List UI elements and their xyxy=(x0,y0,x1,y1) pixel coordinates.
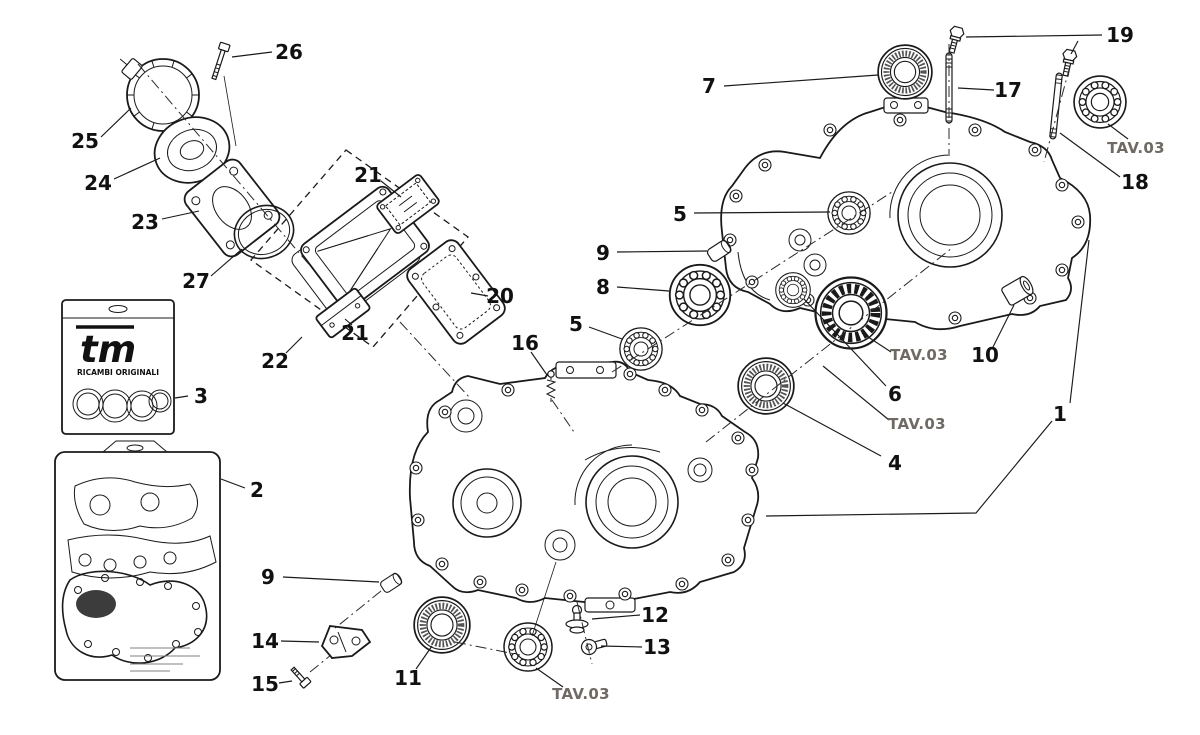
oil-seal-4 xyxy=(738,358,794,414)
reed-stopper-plate-top xyxy=(376,174,440,234)
manifold-screw xyxy=(211,41,231,81)
tm-logo: tm xyxy=(80,328,136,371)
loose-parts xyxy=(290,25,1127,689)
bag-subtitle: RICAMBI ORIGINALI xyxy=(77,368,159,377)
bearing-tav03-mid xyxy=(815,277,886,348)
dowel-pin-9-lower xyxy=(380,572,403,593)
bolt-19-left xyxy=(948,25,965,54)
bearing-8 xyxy=(668,263,732,327)
bearing-5-upper xyxy=(827,191,871,235)
spring-screw-16 xyxy=(545,370,557,402)
reed-gasket xyxy=(406,239,506,345)
bolt-19-right xyxy=(1062,48,1078,77)
bolt-15 xyxy=(290,666,312,689)
o-ring xyxy=(233,204,295,260)
oil-seal-11 xyxy=(414,597,470,653)
axis-lines xyxy=(137,44,1071,673)
gasket-kit-packet xyxy=(54,440,221,681)
left-crankcase-half xyxy=(408,360,760,613)
bearing-5-lower xyxy=(619,327,663,371)
fitting-13 xyxy=(580,638,608,656)
bearing-tav03-top-right xyxy=(1073,75,1127,129)
intake-manifold xyxy=(183,158,281,258)
dowel-pin-9-upper xyxy=(706,239,732,262)
bearing-6 xyxy=(775,272,811,308)
bracket-14 xyxy=(320,625,372,659)
seal-kit-bag: tm RICAMBI ORIGINALI xyxy=(61,299,175,435)
bushing-10 xyxy=(1001,275,1034,306)
leader-lines xyxy=(100,34,1129,688)
reed-stopper-plate-bottom xyxy=(315,287,371,339)
reed-valve-group xyxy=(250,149,506,348)
oil-seal-7 xyxy=(878,45,932,99)
intake-group xyxy=(119,41,295,260)
bearing-tav03-bottom xyxy=(503,622,553,672)
hose-clamp xyxy=(119,58,200,132)
stud-18 xyxy=(1049,72,1063,140)
